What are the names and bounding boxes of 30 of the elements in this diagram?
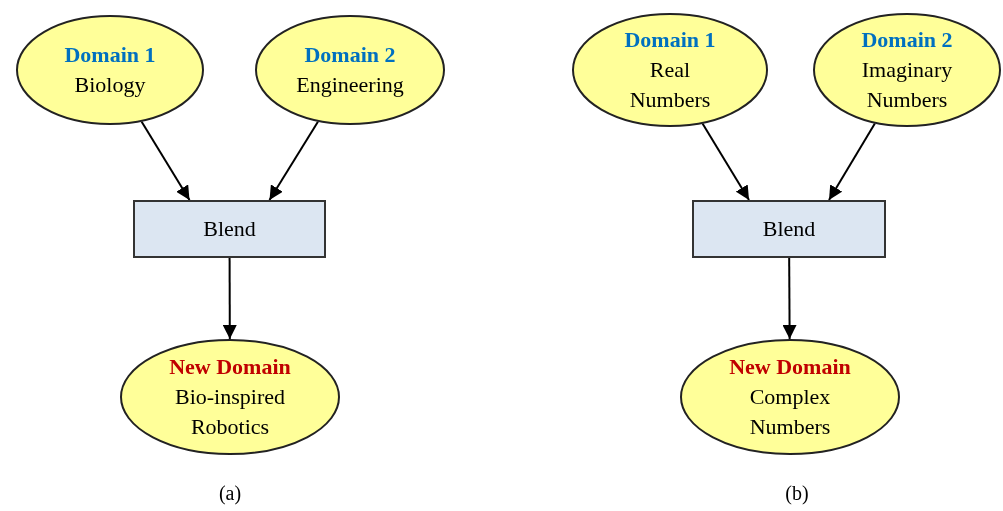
domain-heading: Domain 1 xyxy=(624,26,716,54)
domain-ellipse xyxy=(255,15,445,125)
domain-name: Engineering xyxy=(296,71,404,99)
domain-name: Biology xyxy=(74,71,146,99)
domain-ellipse xyxy=(813,13,1001,127)
domain-heading: Domain 2 xyxy=(304,41,396,69)
domain-ellipse xyxy=(16,15,204,125)
new-domain-ellipse xyxy=(120,339,340,455)
domain-name: Bio-inspired Robotics xyxy=(174,383,286,441)
domain-heading: Domain 2 xyxy=(861,26,953,54)
arrow xyxy=(222,257,237,340)
domain-ellipse xyxy=(572,13,768,127)
domain-name: Complex Numbers xyxy=(748,383,832,441)
arrow xyxy=(782,257,797,340)
domain-heading: New Domain xyxy=(169,353,291,381)
blend-box xyxy=(133,200,326,258)
domain-heading: Domain 1 xyxy=(64,41,156,69)
domain-name: Blend xyxy=(203,215,256,243)
domain-heading: New Domain xyxy=(729,353,851,381)
panel-label: (b) xyxy=(785,482,809,505)
blend-box xyxy=(692,200,886,258)
domain-name: Blend xyxy=(762,215,816,243)
domain-name: Imaginary Numbers xyxy=(860,56,954,114)
new-domain-ellipse xyxy=(680,339,900,455)
arrow xyxy=(140,120,191,201)
arrow xyxy=(701,122,750,201)
domain-name: Real Numbers xyxy=(628,56,712,114)
panel-label: (a) xyxy=(218,482,242,505)
arrow xyxy=(268,120,319,201)
arrow xyxy=(828,122,876,201)
